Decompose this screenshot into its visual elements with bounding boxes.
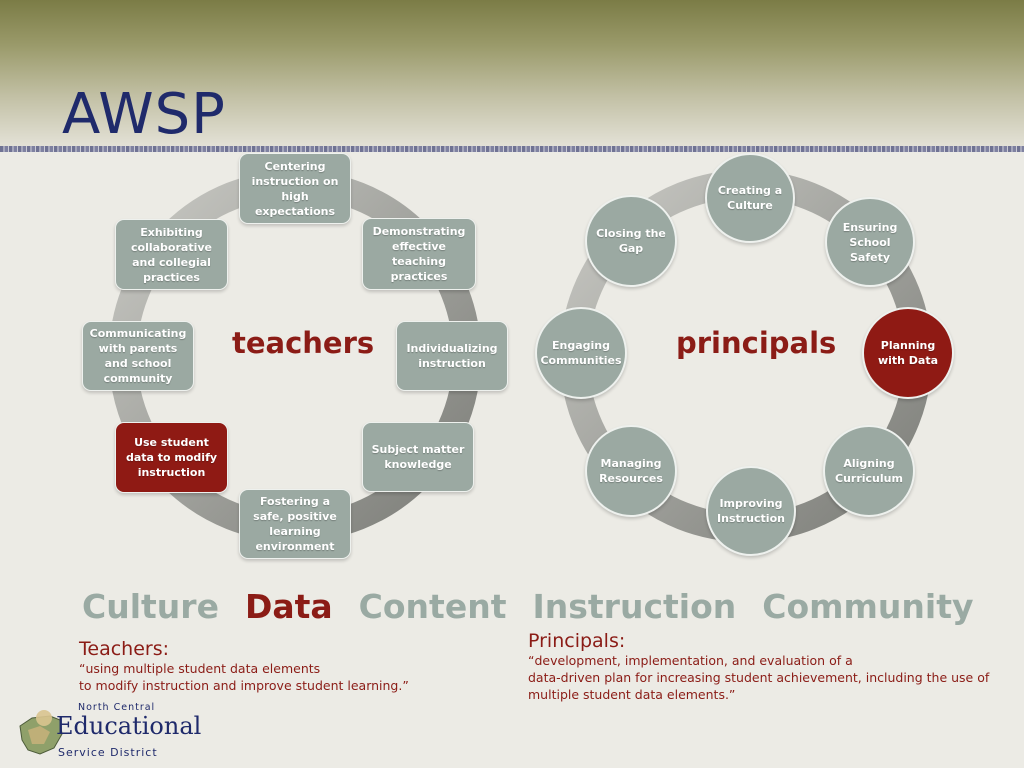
principals-node-improving-instruction: Improving Instruction [706,466,796,556]
teachers-quote-heading: Teachers: [79,638,169,660]
teachers-node-effective-teaching: Demonstrating effective teaching practic… [362,218,476,290]
logo-line-3: Service District [58,746,158,759]
logo-line-1: North Central [78,702,156,713]
header-band [0,0,1024,150]
theme-culture: Culture [82,586,219,626]
teachers-quote: Teachers: “using multiple student data e… [79,638,479,694]
theme-data: Data [244,586,333,626]
teachers-node-use-student-data: Use student data to modify instruction [115,422,228,493]
title-divider [0,146,1024,152]
principals-quote-text: “development, implementation, and evalua… [528,653,990,702]
teachers-center-label: teachers [232,326,375,360]
teachers-node-collaborative: Exhibiting collaborative and collegial p… [115,219,228,290]
teachers-node-individualizing: Individualizing instruction [396,321,508,391]
theme-instruction: Instruction [532,586,737,626]
esd-logo: North Central Educational Service Distri… [14,702,201,762]
logo-emblem [19,710,63,755]
teachers-node-high-expectations: Centering instruction on high expectatio… [239,153,351,224]
teachers-node-communicating: Communicating with parents and school co… [82,321,194,391]
slide-title: AWSP [62,82,226,147]
principals-node-planning-data: Planning with Data [862,307,954,399]
logo-line-2: Educational [56,712,202,740]
principals-node-engaging-communities: Engaging Communities [535,307,627,399]
teachers-node-safe-environment: Fostering a safe, positive learning envi… [239,489,351,559]
theme-content: Content [358,586,507,626]
principals-quote: Principals: “development, implementation… [528,630,1008,703]
themes-row: Culture Data Content Instruction Communi… [82,582,982,630]
principals-node-creating-culture: Creating a Culture [705,153,795,243]
teachers-node-subject-knowledge: Subject matter knowledge [362,422,474,492]
theme-community: Community [762,586,974,626]
principals-node-aligning-curriculum: Aligning Curriculum [823,425,915,517]
principals-node-school-safety: Ensuring School Safety [825,197,915,287]
principals-center-label: principals [676,326,837,360]
teachers-quote-text: “using multiple student data elements to… [79,661,409,693]
principals-node-managing-resources: Managing Resources [585,425,677,517]
principals-node-closing-gap: Closing the Gap [585,195,677,287]
principals-quote-heading: Principals: [528,630,626,652]
